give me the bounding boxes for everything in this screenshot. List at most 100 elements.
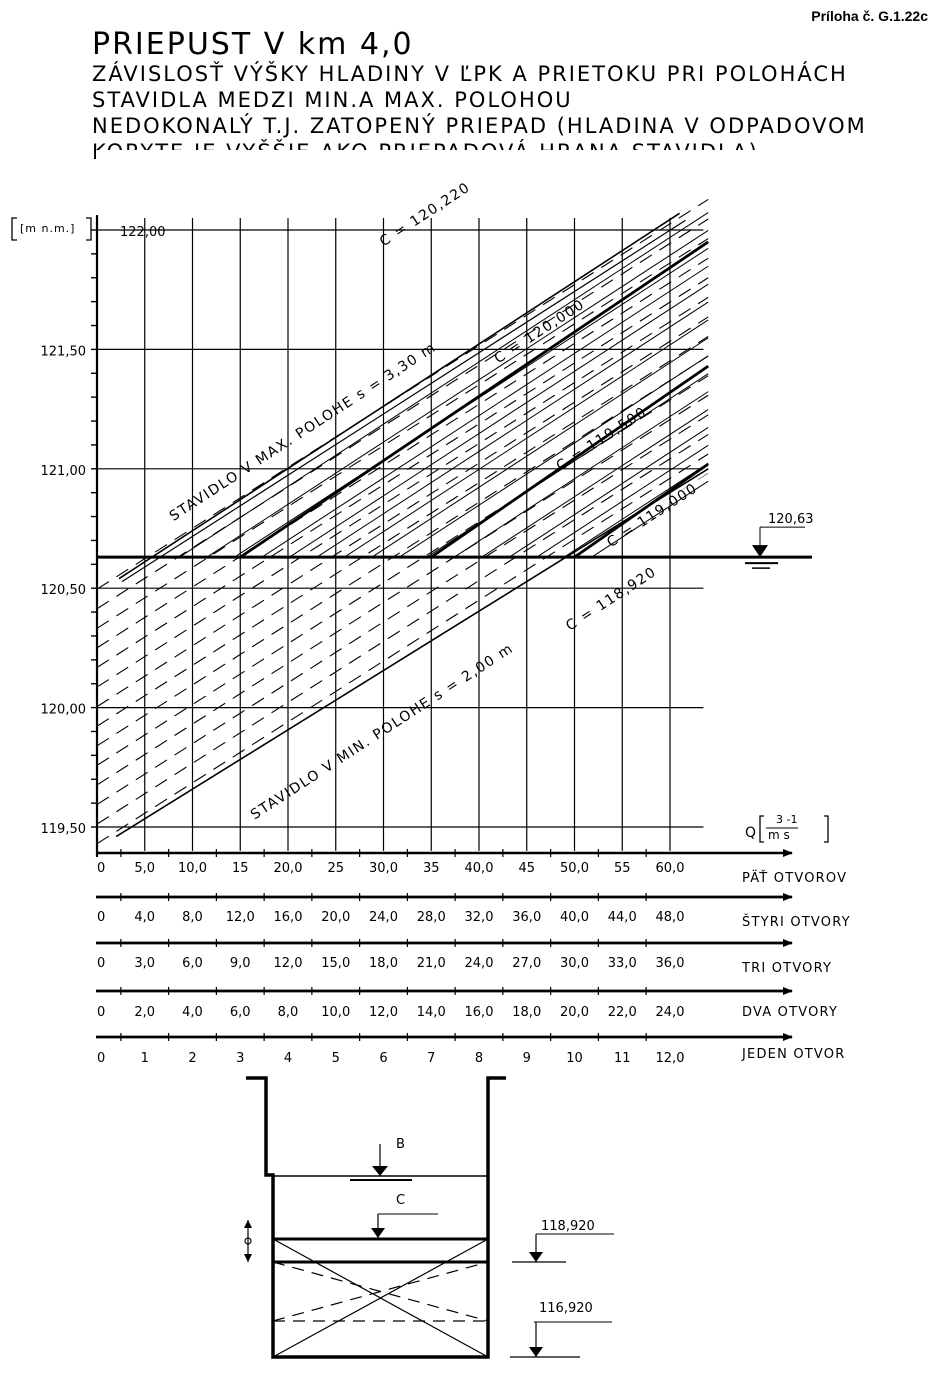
x-tick-label: 8,0 (278, 1005, 299, 1020)
iso-line (289, 283, 709, 558)
x-tick-label: 24,0 (369, 910, 398, 925)
x-tick-label: 5,0 (134, 861, 155, 876)
x-tick-label: 30,0 (369, 861, 398, 876)
x-tick-label: 8,0 (182, 910, 203, 925)
x-tick-label: 22,0 (608, 1005, 637, 1020)
x-scale-name: ŠTYRI OTVORY (742, 914, 851, 930)
x-tick-label: 50,0 (560, 861, 589, 876)
x-tick-label: 1 (141, 1051, 149, 1066)
x-tick-label: 3 (236, 1051, 244, 1066)
iso-line (179, 212, 709, 558)
series-layer (97, 212, 812, 838)
y-tick-label: 120,00 (41, 703, 87, 718)
hatch-line (96, 218, 709, 610)
x-tick-label: 20,0 (321, 910, 350, 925)
x-tick-label: 27,0 (512, 956, 541, 971)
series-line (121, 219, 686, 583)
x-tick-label: 8 (475, 1051, 483, 1066)
x-tick-label: 24,0 (656, 1005, 685, 1020)
x-tick-label: 36,0 (656, 956, 685, 971)
x-tick-label: 7 (427, 1051, 435, 1066)
hatch-line (96, 296, 709, 688)
iso-line (453, 391, 709, 558)
x-tick-label: 0 (97, 1051, 105, 1066)
x-tick-label: 35 (423, 861, 440, 876)
hatch-line (96, 238, 709, 629)
y-unit-bracket (86, 217, 92, 241)
gate-dashed-line (272, 1261, 489, 1322)
water-level-triangle (752, 545, 768, 558)
x-tick-label: 2,0 (134, 1005, 155, 1020)
hatch-line (96, 316, 709, 708)
y-tick-label: 121,50 (41, 344, 87, 359)
cross-section: B C 118,920 116,920 (244, 1076, 614, 1359)
x-tick-label: 48,0 (656, 910, 685, 925)
gate-arrow-pivot (244, 1237, 252, 1245)
x-tick-label: 9,0 (230, 956, 251, 971)
x-tick-label: 12,0 (226, 910, 255, 925)
subtitle-line-3: NEDOKONALÝ T.J. ZATOPENÝ PRIEPAD (HLADIN… (92, 114, 867, 138)
x-tick-label: 6 (379, 1051, 387, 1066)
x-tick-label: 60,0 (656, 861, 685, 876)
x-unit-bracket (759, 815, 764, 843)
x-unit-superscript: 3 -1 (776, 813, 797, 826)
iso-line (563, 462, 709, 558)
y-tick-label: 122,00 (120, 225, 166, 240)
x-tick-label: 3,0 (134, 956, 155, 971)
x-tick-label: 12,0 (274, 956, 303, 971)
hatch-line (96, 336, 709, 727)
hatch-line (96, 257, 709, 649)
x-tick-label: 0 (97, 1005, 105, 1020)
x-tick-label: 24,0 (465, 956, 494, 971)
level-bottom-triangle (529, 1347, 543, 1357)
subtitle-line-1: ZÁVISLOSŤ VÝŠKY HLADINY V ĽPK A PRIETOKU… (92, 62, 848, 86)
marker-b-triangle (372, 1166, 388, 1176)
x-tick-label: 15,0 (321, 956, 350, 971)
x-tick-label: 18,0 (512, 1005, 541, 1020)
x-tick-label: 2 (188, 1051, 196, 1066)
series-line (239, 240, 709, 559)
x-tick-label: 4 (284, 1051, 292, 1066)
iso-line (398, 355, 709, 558)
x-tick-label: 6,0 (182, 956, 203, 971)
iso-line (206, 230, 709, 558)
y-tick-label: 120,50 (41, 583, 87, 598)
x-tick-label: 0 (97, 861, 105, 876)
series-line (430, 364, 709, 559)
water-level-label: 120,63 (768, 512, 814, 527)
gate-arrow-head (244, 1220, 252, 1228)
hatch-line (96, 277, 709, 668)
y-tick-label: 121,00 (41, 464, 87, 479)
x-scale-name: DVA OTVORY (742, 1005, 838, 1020)
x-tick-label: 25 (327, 861, 344, 876)
x-tick-label: 44,0 (608, 910, 637, 925)
x-tick-label: 15 (232, 861, 249, 876)
iso-line (591, 480, 709, 558)
x-tick-label: 36,0 (512, 910, 541, 925)
level-label-top: 118,920 (541, 1219, 595, 1234)
label-b: B (396, 1137, 405, 1152)
x-tick-label: 40,0 (560, 910, 589, 925)
x-unit-denominator: m s (768, 828, 790, 842)
x-tick-label: 40,0 (465, 861, 494, 876)
y-tick-label: 119,50 (41, 822, 87, 837)
level-label-bottom: 116,920 (539, 1301, 593, 1316)
marker-c-triangle (371, 1228, 385, 1238)
label-c: C (396, 1193, 405, 1208)
x-tick-label: 5 (332, 1051, 340, 1066)
hatch-line (96, 355, 709, 747)
x-tick-label: 4,0 (182, 1005, 203, 1020)
hatch-line (96, 198, 709, 590)
y-axis-label: [m n.m.] (20, 222, 75, 235)
x-tick-label: 45 (518, 861, 535, 876)
x-tick-label: 30,0 (560, 956, 589, 971)
x-tick-label: 32,0 (465, 910, 494, 925)
x-scale-name: TRI OTVORY (741, 961, 832, 976)
chart-title: PRIEPUST V km 4,0 (92, 27, 414, 62)
x-tick-label: 33,0 (608, 956, 637, 971)
x-tick-label: 16,0 (274, 910, 303, 925)
x-tick-label: 0 (97, 956, 105, 971)
level-top-triangle (529, 1252, 543, 1262)
